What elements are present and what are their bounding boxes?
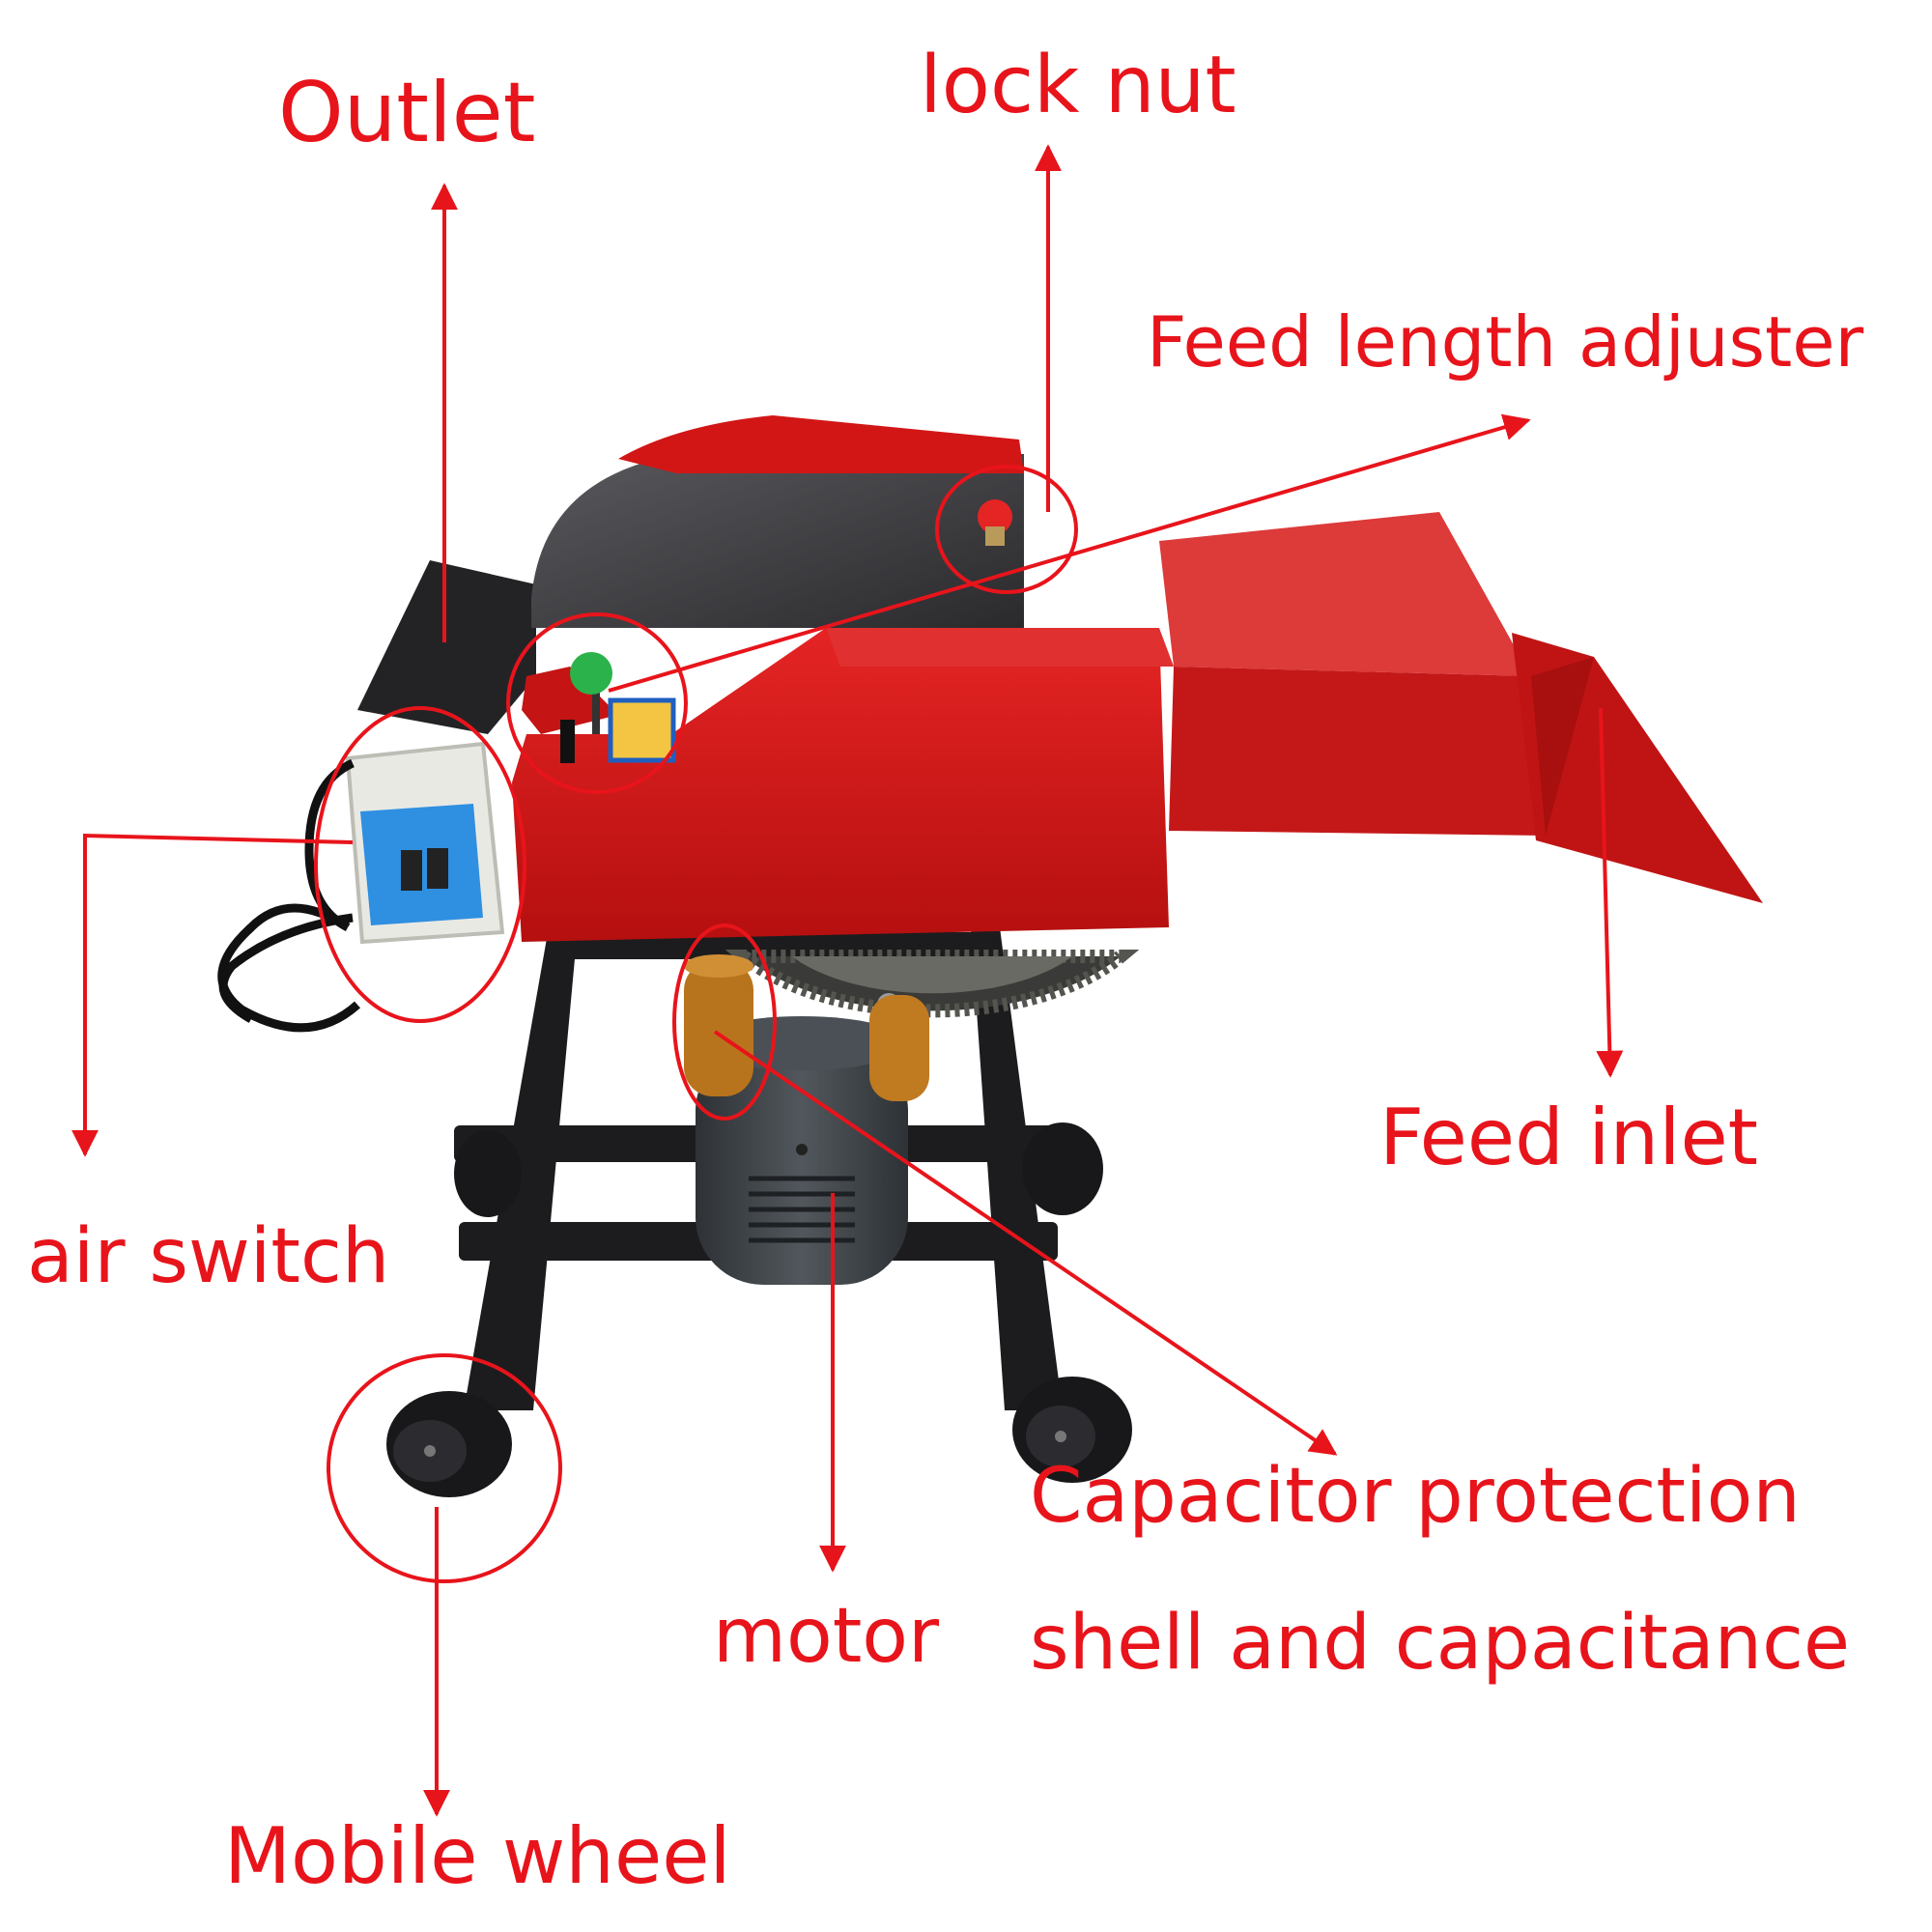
main-body xyxy=(512,628,1174,942)
feed-inlet-tray xyxy=(1159,512,1763,903)
label-air-switch: air switch xyxy=(27,1213,390,1300)
outlet-hood xyxy=(357,415,1024,734)
adjuster-knob xyxy=(560,652,676,763)
power-cable xyxy=(217,758,361,1033)
arrow-capacitor xyxy=(713,1030,1338,1456)
annotation-circles xyxy=(314,465,1078,1583)
arrow-feed-inlet xyxy=(1596,707,1624,1078)
arrow-feed-length-adjuster xyxy=(608,413,1531,693)
capacitor-shell xyxy=(684,954,929,1101)
annotation-arrows xyxy=(71,144,1624,1817)
highlight-air-switch xyxy=(314,706,526,1023)
wheel-front-right xyxy=(1012,1377,1132,1483)
highlight-capacitor xyxy=(672,923,777,1121)
label-capacitor-line2: shell and capacitance xyxy=(1030,1600,1850,1687)
label-outlet: Outlet xyxy=(278,65,536,161)
label-feed-length-adjuster: Feed length adjuster xyxy=(1147,301,1864,383)
air-switch-box xyxy=(345,741,505,945)
label-mobile-wheel: Mobile wheel xyxy=(224,1811,731,1901)
wheel-rear-right xyxy=(1022,1122,1103,1215)
wheel-front-left xyxy=(386,1391,512,1497)
highlight-adjuster xyxy=(506,612,688,794)
label-feed-inlet: Feed inlet xyxy=(1379,1093,1759,1182)
highlight-lock-nut xyxy=(935,465,1078,594)
label-lock-nut: lock nut xyxy=(920,40,1236,131)
wheel-rear-left xyxy=(454,1130,522,1217)
arrow-air-switch xyxy=(71,833,354,1157)
highlight-wheel xyxy=(327,1353,562,1583)
label-capacitor-line1: Capacitor protection xyxy=(1030,1453,1801,1540)
label-motor: motor xyxy=(713,1593,940,1680)
gear-wheel xyxy=(724,950,1140,1018)
lock-nut xyxy=(978,499,1012,546)
